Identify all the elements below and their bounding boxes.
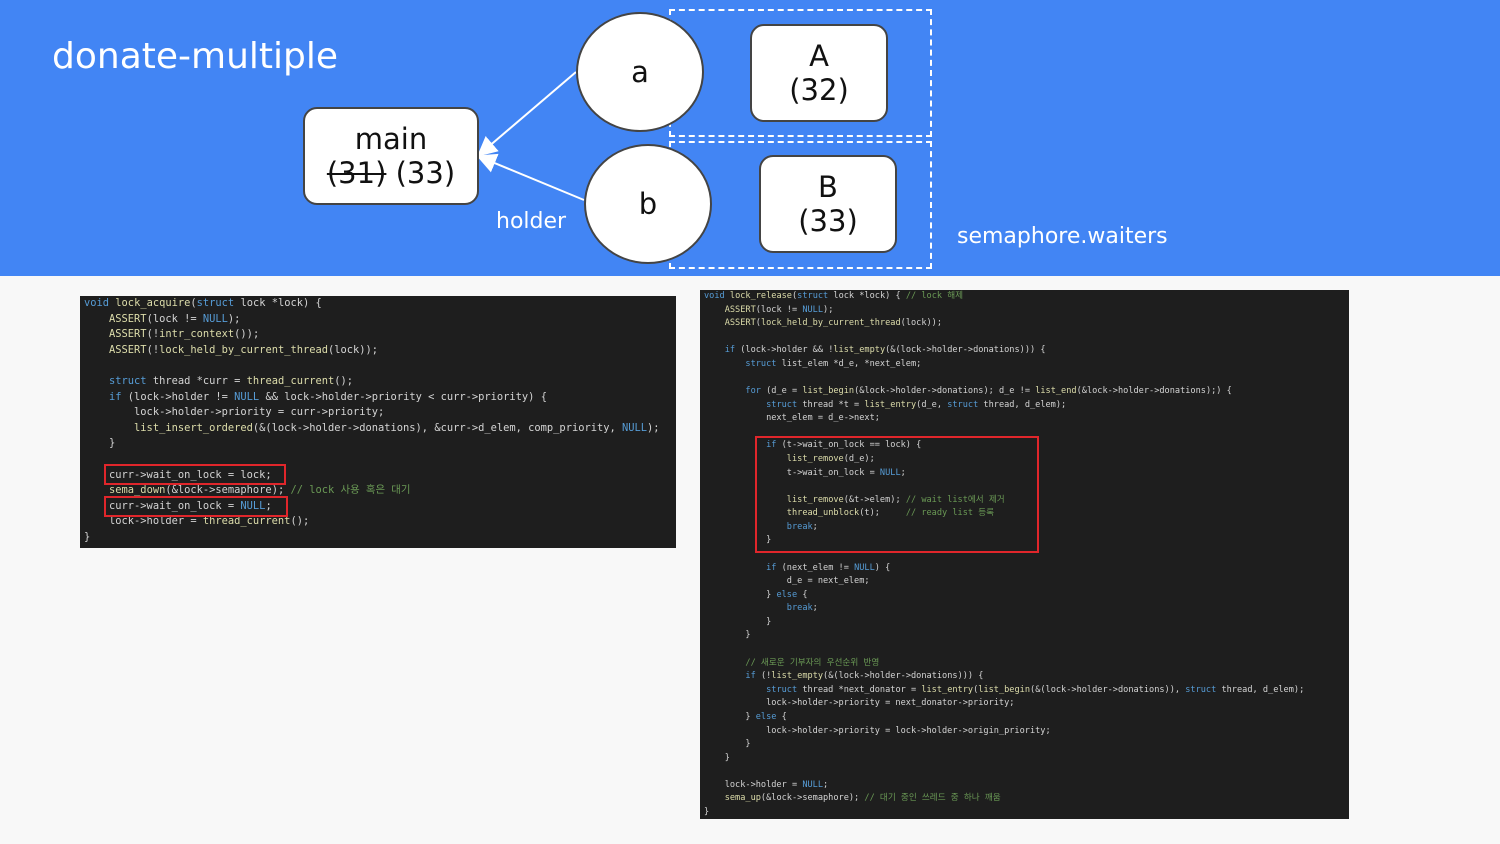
lock-release-code-line: struct thread *next_donator = list_entry… bbox=[766, 684, 1305, 695]
thread-B-box: B (33) bbox=[759, 155, 897, 253]
lock-release-code-line: struct list_elem *d_e, *next_elem; bbox=[745, 358, 922, 369]
lock-release-code-line: } bbox=[704, 739, 751, 750]
lock-release-code-line: next_elem = d_e->next; bbox=[704, 413, 880, 424]
lock-acquire-code-line: } bbox=[84, 530, 91, 543]
holder-label: holder bbox=[496, 209, 567, 234]
lock-acquire-code-line: list_insert_ordered(&(lock->holder->dona… bbox=[134, 421, 660, 434]
main-thread-box: main (31) (33) bbox=[303, 107, 479, 205]
lock-release-code-line: void lock_release(struct lock *lock) { /… bbox=[704, 291, 964, 301]
thread-A-box: A (32) bbox=[750, 24, 888, 122]
lock-release-code-line: } bbox=[704, 616, 772, 627]
lock-release-code-line: break; bbox=[786, 603, 818, 614]
lock-release-code-line: if (t->wait_on_lock == lock) { bbox=[766, 440, 922, 451]
main-old-priority: (31) bbox=[326, 156, 387, 190]
lock-acquire-code-line: ASSERT(lock != NULL); bbox=[109, 312, 241, 325]
lock-acquire-code-line: curr->wait_on_lock = NULL; bbox=[84, 499, 272, 512]
lock-acquire-code-line: curr->wait_on_lock = lock; bbox=[84, 468, 272, 481]
lock-release-code-line: lock->holder->priority = next_donator->p… bbox=[704, 698, 1015, 709]
lock-release-code-line: ASSERT(lock_held_by_current_thread(lock)… bbox=[724, 318, 943, 329]
lock-acquire-code-line: ASSERT(!intr_context()); bbox=[109, 328, 260, 341]
lock-release-code-line: ​ bbox=[704, 765, 1349, 779]
lock-acquire-code-panel: void lock_acquire(struct lock *lock) { A… bbox=[80, 296, 676, 548]
lock-release-code-line: ​ bbox=[704, 371, 1349, 385]
lock-release-code-line: } bbox=[704, 752, 730, 763]
lock-release-code-line: list_remove(&t->elem); // wait list에서 제거 bbox=[786, 494, 1005, 505]
lock-release-code-line: t->wait_on_lock = NULL; bbox=[704, 467, 906, 478]
lock-release-code-line: lock->holder = NULL; bbox=[704, 779, 829, 790]
lock-release-code-line: for (d_e = list_begin(&lock->holder->don… bbox=[745, 386, 1232, 397]
lock-acquire-code-line: sema_down(&lock->semaphore); // lock 사용 … bbox=[109, 484, 411, 497]
thread-A-name: A bbox=[809, 39, 829, 73]
lock-release-code-line: sema_up(&lock->semaphore); // 대기 중인 쓰레드 … bbox=[724, 793, 1001, 804]
lock-release-code-line: } bbox=[704, 806, 710, 817]
arrow-a-to-main bbox=[476, 71, 577, 157]
lock-release-code-line: } bbox=[704, 535, 772, 546]
lock-release-code-line: d_e = next_elem; bbox=[704, 576, 870, 587]
highlight-wait-on-lock-clear bbox=[104, 496, 288, 517]
thread-A-priority: (32) bbox=[789, 73, 849, 107]
lock-acquire-code-line: struct thread *curr = thread_current(); bbox=[109, 374, 354, 387]
lock-release-code-line: ​ bbox=[704, 331, 1349, 345]
arrow-b-to-main bbox=[476, 153, 585, 201]
lock-a-label: a bbox=[631, 55, 649, 89]
lock-a-circle: a bbox=[576, 12, 704, 132]
main-new-priority: (33) bbox=[395, 156, 456, 190]
lock-release-code-panel: void lock_release(struct lock *lock) { /… bbox=[700, 290, 1349, 819]
lock-release-code-line: } bbox=[704, 630, 751, 641]
lock-release-code-line: lock->holder->priority = lock->holder->o… bbox=[704, 725, 1051, 736]
lock-release-code-line: if (next_elem != NULL) { bbox=[766, 562, 891, 573]
lock-acquire-code-line: void lock_acquire(struct lock *lock) { bbox=[84, 297, 322, 309]
lock-acquire-code-line: ​ bbox=[84, 358, 676, 374]
lock-release-code-line: } else { bbox=[704, 711, 787, 722]
lock-release-code-line: list_remove(d_e); bbox=[786, 453, 875, 464]
slide-title: donate-multiple bbox=[52, 36, 339, 77]
lock-release-code-line: } else { bbox=[704, 589, 808, 600]
lock-release-code-line: ASSERT(lock != NULL); bbox=[724, 304, 834, 315]
semaphore-waiters-label: semaphore.waiters bbox=[957, 224, 1168, 249]
lock-release-code-line: ​ bbox=[704, 643, 1349, 657]
lock-release-code-line: // 새로운 기부자의 우선순위 반영 bbox=[745, 657, 880, 668]
main-thread-priority: (31) (33) bbox=[327, 156, 455, 190]
lock-release-code-line: break; bbox=[786, 521, 818, 532]
lock-acquire-code-line: lock->holder = thread_current(); bbox=[84, 515, 310, 528]
lock-acquire-code-line: if (lock->holder != NULL && lock->holder… bbox=[109, 390, 547, 403]
highlight-wait-on-lock-set bbox=[104, 464, 286, 485]
lock-release-code-line: thread_unblock(t); // ready list 등록 bbox=[786, 508, 995, 519]
lock-b-circle: b bbox=[584, 144, 712, 264]
highlight-unblock-block bbox=[755, 436, 1039, 553]
thread-B-name: B bbox=[818, 170, 838, 204]
lock-release-code-line: struct thread *t = list_entry(d_e, struc… bbox=[766, 399, 1067, 410]
lock-acquire-code-line: } bbox=[84, 437, 116, 450]
lock-b-label: b bbox=[638, 187, 658, 221]
diagram-arrows bbox=[476, 71, 585, 201]
lock-acquire-code-line: lock->holder->priority = curr->priority; bbox=[84, 406, 385, 419]
main-thread-name: main bbox=[354, 122, 428, 156]
lock-acquire-code-line: ASSERT(!lock_held_by_current_thread(lock… bbox=[109, 343, 379, 356]
thread-B-priority: (33) bbox=[798, 204, 858, 238]
lock-release-code-line: if (!list_empty(&(lock->holder->donation… bbox=[745, 671, 984, 682]
lock-release-code-line: if (lock->holder && !list_empty(&(lock->… bbox=[724, 345, 1046, 356]
